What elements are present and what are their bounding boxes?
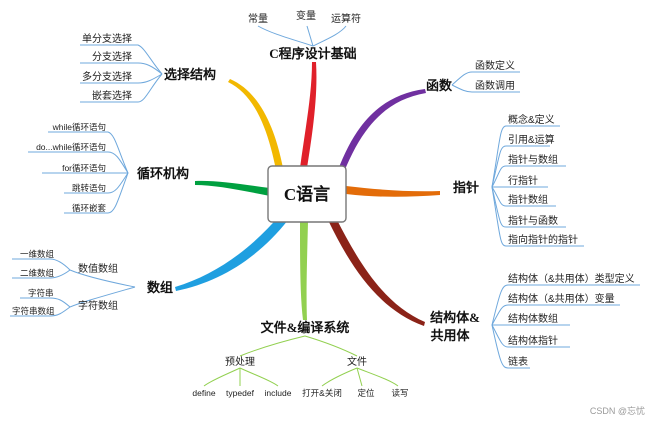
pointers-item-6: 指向指针的指针 bbox=[508, 233, 578, 246]
arrays-title: 数组 bbox=[147, 280, 173, 295]
basics-item-constant: 常量 bbox=[248, 12, 268, 25]
structs-item-1: 结构体（&共用体）变量 bbox=[508, 292, 615, 305]
pointers-item-1: 引用&运算 bbox=[508, 133, 555, 146]
branch-arrays bbox=[175, 215, 288, 291]
structs-item-2: 结构体数组 bbox=[508, 312, 558, 325]
branch-pointers bbox=[346, 186, 440, 197]
pointers-item-2: 指针与数组 bbox=[508, 153, 558, 166]
loops-item-nested: 循环嵌套 bbox=[72, 203, 107, 213]
loops-item-jump: 跳转语句 bbox=[72, 183, 106, 193]
selection-item-multi: 多分支选择 bbox=[82, 70, 132, 83]
loops-item-while: while循环语句 bbox=[52, 122, 106, 132]
files-item-typedef: typedef bbox=[226, 388, 255, 398]
files-item-read-write: 读写 bbox=[391, 388, 408, 398]
branch-structs bbox=[328, 218, 425, 326]
loops-title: 循环机构 bbox=[137, 166, 189, 181]
pointers-title: 指针 bbox=[453, 180, 479, 195]
leaf-connectors bbox=[10, 25, 640, 387]
branch-loops bbox=[195, 180, 270, 196]
center-label: C语言 bbox=[284, 184, 330, 204]
functions-item-call: 函数调用 bbox=[475, 79, 515, 92]
branch-selection bbox=[228, 79, 283, 170]
structs-item-0: 结构体（&共用体）类型定义 bbox=[508, 272, 635, 285]
pointers-item-4: 指针数组 bbox=[508, 193, 548, 206]
branch-functions bbox=[338, 89, 426, 172]
files-item-open-close: 打开&关闭 bbox=[302, 388, 342, 398]
structs-item-3: 结构体指针 bbox=[508, 334, 558, 347]
basics-title: C程序设计基础 bbox=[269, 46, 356, 61]
loops-item-for: for循环语句 bbox=[62, 163, 106, 173]
structs-item-4: 链表 bbox=[508, 355, 528, 368]
files-title: 文件&编译系统 bbox=[261, 320, 350, 335]
functions-title: 函数 bbox=[426, 78, 453, 93]
selection-item-nested: 嵌套选择 bbox=[92, 89, 132, 102]
selection-title: 选择结构 bbox=[164, 67, 216, 82]
loops-item-dowhile: do...while循环语句 bbox=[36, 142, 106, 152]
pointers-item-0: 概念&定义 bbox=[508, 113, 555, 126]
branch-basics bbox=[300, 62, 317, 168]
structs-title-line1: 结构体& bbox=[430, 310, 480, 325]
arrays-numeric-label: 数值数组 bbox=[78, 262, 118, 275]
arrays-chars-label: 字符数组 bbox=[78, 299, 118, 312]
files-preprocess-label: 预处理 bbox=[225, 356, 255, 368]
pointers-item-5: 指针与函数 bbox=[508, 214, 558, 227]
files-file-label: 文件 bbox=[347, 355, 367, 368]
arrays-item-1d: 一维数组 bbox=[20, 249, 55, 259]
files-item-include: include bbox=[265, 388, 292, 398]
center-node bbox=[267, 165, 347, 223]
selection-item-single: 单分支选择 bbox=[82, 32, 132, 45]
basics-item-operator: 运算符 bbox=[331, 12, 361, 25]
arrays-item-string: 字符串 bbox=[28, 288, 54, 298]
basics-item-variable: 变量 bbox=[296, 9, 316, 22]
functions-item-define: 函数定义 bbox=[475, 59, 515, 72]
arrays-item-2d: 二维数组 bbox=[20, 268, 55, 278]
files-item-define: define bbox=[192, 388, 215, 398]
watermark: CSDN @忘忧 bbox=[590, 405, 645, 416]
pointers-item-3: 行指针 bbox=[508, 174, 538, 187]
structs-title-line2: 共用体 bbox=[430, 328, 470, 343]
arrays-item-string-array: 字符串数组 bbox=[12, 306, 55, 316]
branch-files bbox=[300, 222, 308, 320]
selection-item-branch: 分支选择 bbox=[92, 50, 132, 63]
files-item-seek: 定位 bbox=[357, 388, 375, 398]
